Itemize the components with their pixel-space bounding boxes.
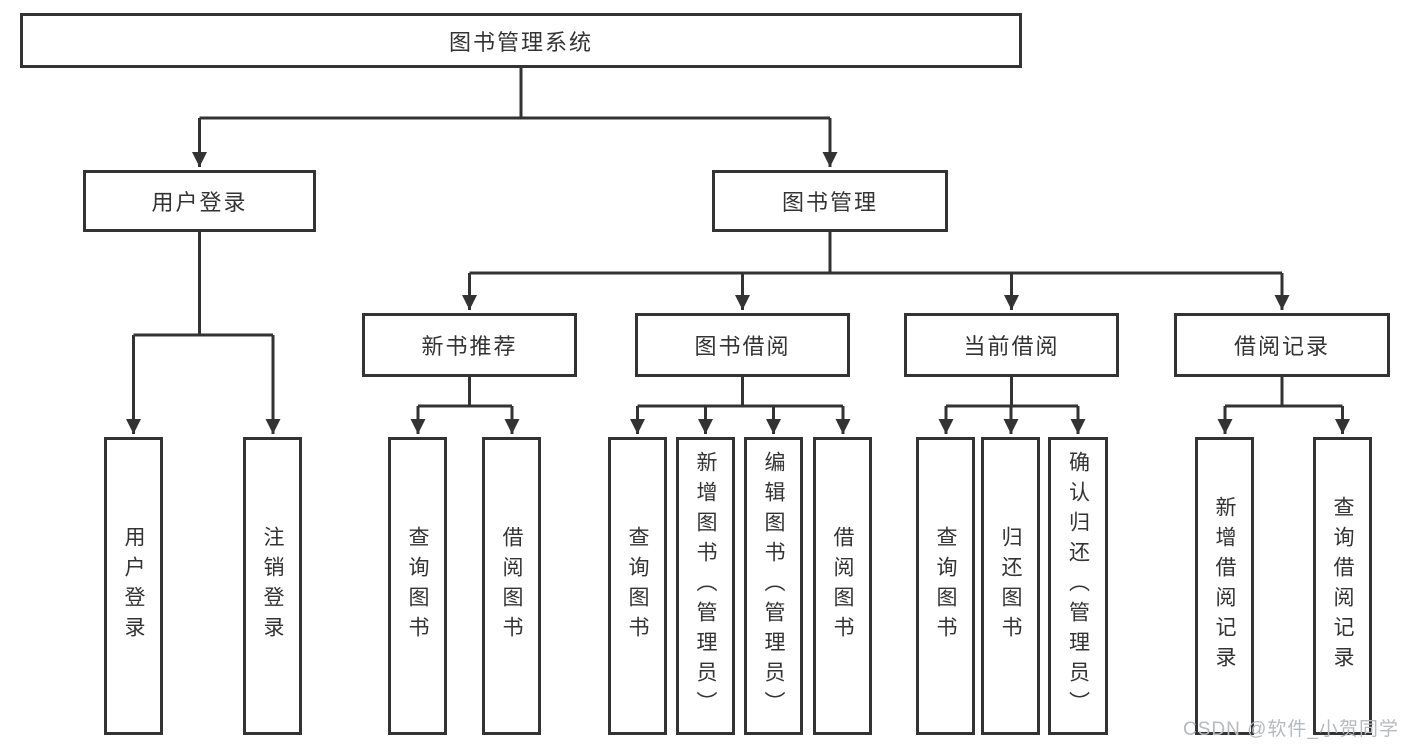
- node-book-borrow: 图书借阅: [635, 313, 850, 377]
- connector-book-management-rail: [469, 232, 1282, 275]
- leaf-add-borrow-record: 新增借阅记录: [1195, 437, 1254, 735]
- node-borrow-records: 借阅记录: [1174, 313, 1390, 377]
- connector-borrow-record-rail: [1225, 377, 1343, 408]
- leaf-user-login: 用户登录: [104, 437, 163, 735]
- leaf-query-books-3: 查询图书: [916, 437, 975, 735]
- leaf-add-book-admin: 新增图书（管理员）: [676, 437, 735, 735]
- csdn-watermark: CSDN @软件_小贺同学: [1183, 719, 1399, 740]
- leaf-borrow-books-2: 借阅图书: [813, 437, 872, 735]
- node-user-login: 用户登录: [83, 170, 316, 232]
- connector-new-book-rail: [418, 377, 512, 408]
- leaf-borrow-books-1: 借阅图书: [482, 437, 541, 735]
- leaf-query-books-1: 查询图书: [388, 437, 447, 735]
- connector-root-rail: [199, 68, 830, 120]
- connector-book-borrow-rail: [637, 377, 843, 408]
- leaf-logout: 注销登录: [243, 437, 302, 735]
- leaf-edit-book-admin: 编辑图书（管理员）: [744, 437, 803, 735]
- node-new-book-recommend: 新书推荐: [362, 313, 577, 377]
- connector-current-borrow-rail: [946, 377, 1078, 408]
- node-root: 图书管理系统: [20, 13, 1022, 68]
- leaf-return-book: 归还图书: [981, 437, 1040, 735]
- node-book-management: 图书管理: [712, 170, 948, 232]
- leaf-query-borrow-record: 查询借阅记录: [1313, 437, 1372, 735]
- node-current-borrow: 当前借阅: [904, 313, 1119, 377]
- leaf-query-books-2: 查询图书: [608, 437, 667, 735]
- connector-user-login-rail: [133, 232, 273, 337]
- leaf-confirm-return-admin: 确认归还（管理员）: [1048, 437, 1108, 735]
